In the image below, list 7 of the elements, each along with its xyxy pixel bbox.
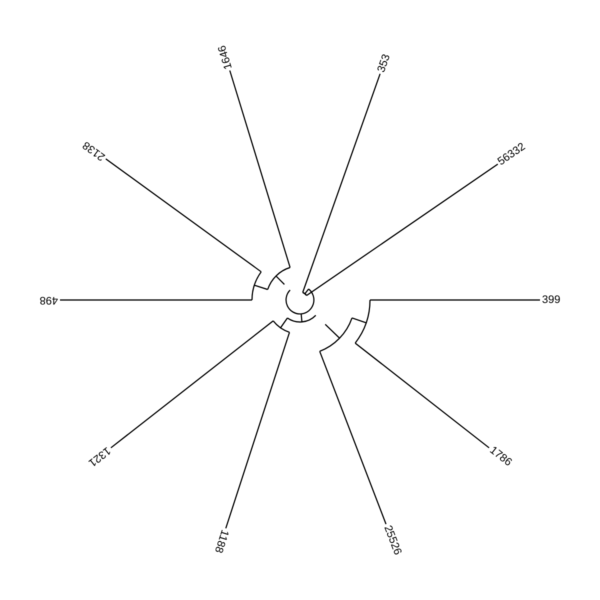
leaf-label: 1786 [487,444,514,469]
leaf-label: 25526 [381,524,404,557]
leaf-label: 353 [375,52,393,74]
leaf-label: 399 [542,294,560,306]
leaf-label: 1646 [216,43,235,70]
leaf-label: 1188 [212,528,231,554]
leaf-label: 498 [40,294,58,306]
